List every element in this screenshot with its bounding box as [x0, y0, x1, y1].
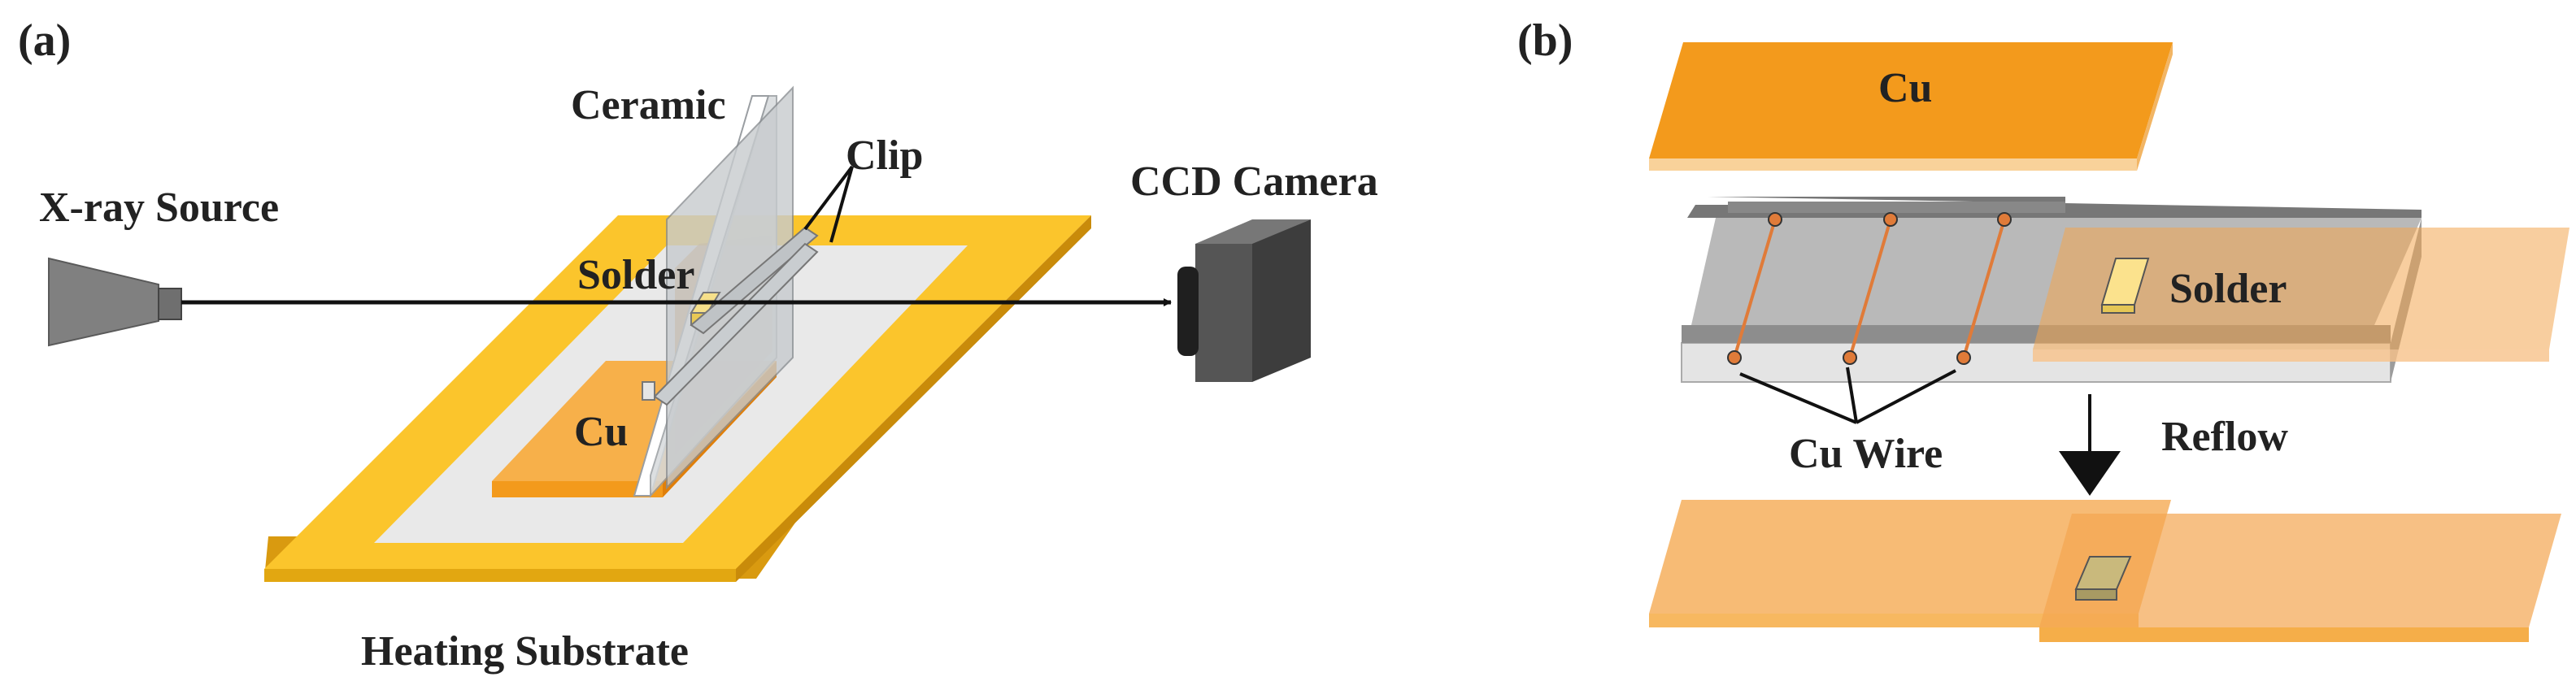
panel-b-label: (b) [1517, 15, 1573, 66]
clip-leader-1 [803, 165, 854, 231]
wire-leader-3 [1856, 369, 1956, 424]
xray-source-label: X-ray Source [39, 184, 279, 231]
reflow-label: Reflow [2161, 414, 2288, 460]
cu-label-a: Cu [574, 409, 628, 455]
panel-a-label: (a) [18, 15, 71, 66]
cu-plate-bottom-left [1649, 500, 2171, 627]
ceramic-label: Ceramic [571, 82, 726, 128]
xray-source-icon [48, 257, 182, 347]
solder-joint-b [2074, 556, 2132, 601]
cu-plate-middle [2033, 228, 2569, 362]
cu-plate-top [1649, 42, 2173, 171]
solder-label-b: Solder [2169, 266, 2287, 312]
cu-wires [1727, 212, 2012, 365]
panel-b: (b) [1517, 15, 2569, 642]
reflow-arrow [2059, 394, 2121, 496]
ccd-camera-label: CCD Camera [1130, 158, 1378, 205]
panel-a: (a) [18, 15, 1378, 675]
wire-leader-1 [1739, 372, 1857, 424]
cu-label-b: Cu [1878, 65, 1932, 111]
clip-leader-2 [829, 166, 854, 243]
cu-wire-label: Cu Wire [1789, 431, 1943, 477]
solder-label-a: Solder [577, 252, 694, 298]
heating-substrate-label: Heating Substrate [361, 628, 689, 675]
clip-label: Clip [846, 132, 923, 179]
ccd-camera-icon [1177, 219, 1311, 382]
cu-plate-bottom-right [2039, 514, 2561, 642]
wire-leader-2 [1846, 367, 1858, 423]
clips [642, 226, 819, 406]
solder-chip-b [2100, 258, 2150, 314]
